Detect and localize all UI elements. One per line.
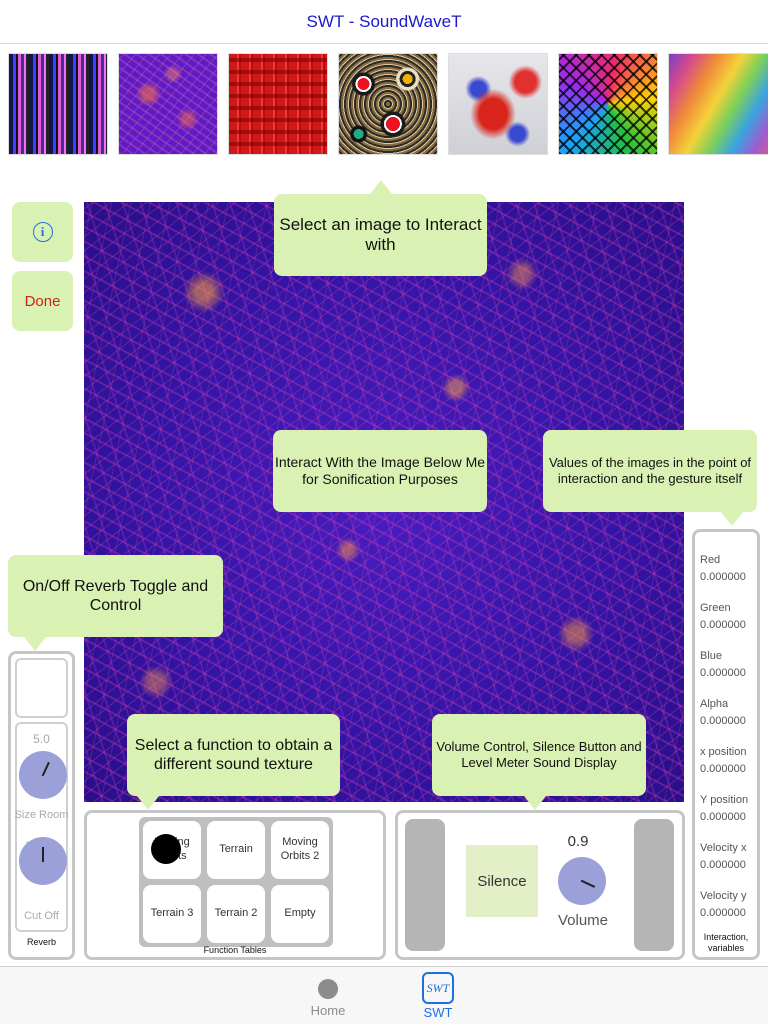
reverb-panel: 5.0 Size Room 10000.0 Cut Off Reverb: [8, 651, 75, 960]
volume-knob[interactable]: [558, 857, 606, 905]
reverb-controls: [15, 722, 68, 932]
callout-text: Values of the images in the point of int…: [548, 455, 752, 486]
value-label: Green: [700, 602, 731, 614]
tab-swt[interactable]: SWT SWT: [398, 972, 478, 1020]
value-x-position: x position 0.000000: [700, 744, 746, 778]
function-empty[interactable]: Empty: [271, 885, 329, 943]
value-number: 0.000000: [700, 811, 746, 823]
callout-arrow: [370, 180, 392, 194]
value-red: Red 0.000000: [700, 552, 746, 586]
value-number: 0.000000: [700, 763, 746, 775]
value-label: Red: [700, 554, 721, 566]
tab-bar: Home SWT SWT: [0, 966, 768, 1024]
size-room-label: Size Room: [14, 809, 69, 821]
silence-button[interactable]: Silence: [466, 845, 538, 917]
function-moving-orbits-2[interactable]: Moving Orbits 2: [271, 821, 329, 879]
level-meter-right: [634, 819, 674, 951]
callout-volume: Volume Control, Silence Button and Level…: [432, 714, 646, 810]
callout-interact: Interact With the Image Below Me for Son…: [273, 430, 487, 512]
function-tables-panel: Moving Orbits Terrain Moving Orbits 2 Te…: [84, 810, 386, 960]
tab-home[interactable]: Home: [288, 972, 368, 1018]
home-icon: [318, 979, 338, 999]
reverb-toggle[interactable]: [15, 658, 68, 718]
thumbnail-abstract-red[interactable]: [448, 53, 548, 155]
level-meter-left: [405, 819, 445, 951]
cutoff-label: Cut Off: [24, 910, 59, 922]
thumbnail-stripes[interactable]: [8, 53, 108, 155]
value-number: 0.000000: [700, 715, 746, 727]
value-alpha: Alpha 0.000000: [700, 696, 746, 730]
value-velocity-y: Velocity y 0.000000: [700, 888, 746, 922]
thumbnail-mosaic[interactable]: [558, 53, 658, 155]
callout-text: On/Off Reverb Toggle and Control: [22, 577, 209, 614]
callout-text: Volume Control, Silence Button and Level…: [436, 739, 642, 770]
callout-arrow: [721, 512, 743, 526]
thumbnail-aboriginal-dots[interactable]: [338, 53, 438, 155]
info-icon: i: [32, 222, 53, 242]
function-terrain-3[interactable]: Terrain 3: [143, 885, 201, 943]
value-label: Velocity y: [700, 890, 747, 902]
tab-swt-label: SWT: [423, 1005, 453, 1020]
reverb-title: Reverb: [26, 937, 56, 947]
info-button[interactable]: i: [12, 202, 73, 262]
volume-panel: Silence 0.9 Volume: [395, 810, 685, 960]
value-blue: Blue 0.000000: [700, 648, 746, 682]
value-number: 0.000000: [700, 907, 746, 919]
callout-text: Interact With the Image Below Me for Son…: [274, 454, 486, 487]
callout-values: Values of the images in the point of int…: [543, 430, 757, 526]
value-velocity-x: Velocity x 0.000000: [700, 840, 746, 874]
value-number: 0.000000: [700, 571, 746, 583]
swt-icon: SWT: [422, 972, 454, 1004]
function-terrain[interactable]: Terrain: [207, 821, 265, 879]
value-number: 0.000000: [700, 667, 746, 679]
volume-label: Volume: [557, 912, 609, 929]
done-button[interactable]: Done: [12, 271, 73, 331]
function-terrain-2[interactable]: Terrain 2: [207, 885, 265, 943]
callout-select-image: Select an image to Interact with: [274, 180, 487, 276]
thumbnail-red-grid[interactable]: [228, 53, 328, 155]
size-room-value: 5.0: [33, 732, 50, 746]
callout-arrow: [524, 796, 546, 810]
value-label: x position: [700, 746, 747, 758]
tab-home-label: Home: [310, 1003, 346, 1018]
function-tables-title: Function Tables: [203, 945, 267, 955]
callout-function: Select a function to obtain a different …: [127, 714, 340, 810]
value-y-position: Y position 0.000000: [700, 792, 748, 826]
volume-value: 0.9: [567, 833, 589, 850]
value-number: 0.000000: [700, 619, 746, 631]
thumbnail-cosmic-web[interactable]: [118, 53, 218, 155]
callout-arrow: [24, 637, 46, 651]
thumbnail-rainbow[interactable]: [668, 53, 768, 155]
value-label: Blue: [700, 650, 723, 662]
callout-text: Select an image to Interact with: [279, 214, 482, 254]
value-label: Y position: [700, 794, 749, 806]
size-room-knob[interactable]: [19, 751, 67, 799]
image-picker: [8, 53, 768, 156]
value-label: Velocity x: [700, 842, 747, 854]
cutoff-knob[interactable]: [19, 837, 67, 885]
value-label: Alpha: [700, 698, 729, 710]
touch-indicator: [151, 834, 181, 864]
callout-text: Select a function to obtain a different …: [134, 736, 333, 773]
callout-arrow: [137, 796, 159, 810]
function-grid: Moving Orbits Terrain Moving Orbits 2 Te…: [139, 817, 333, 947]
value-number: 0.000000: [700, 859, 746, 871]
callout-reverb: On/Off Reverb Toggle and Control: [8, 555, 223, 651]
interaction-variables-title: Interaction, variables: [703, 932, 749, 953]
interaction-values-panel: Red 0.000000 Green 0.000000 Blue 0.000000 A…: [692, 529, 760, 960]
value-green: Green 0.000000: [700, 600, 746, 634]
nav-title: SWT - SoundWaveT: [0, 0, 768, 44]
